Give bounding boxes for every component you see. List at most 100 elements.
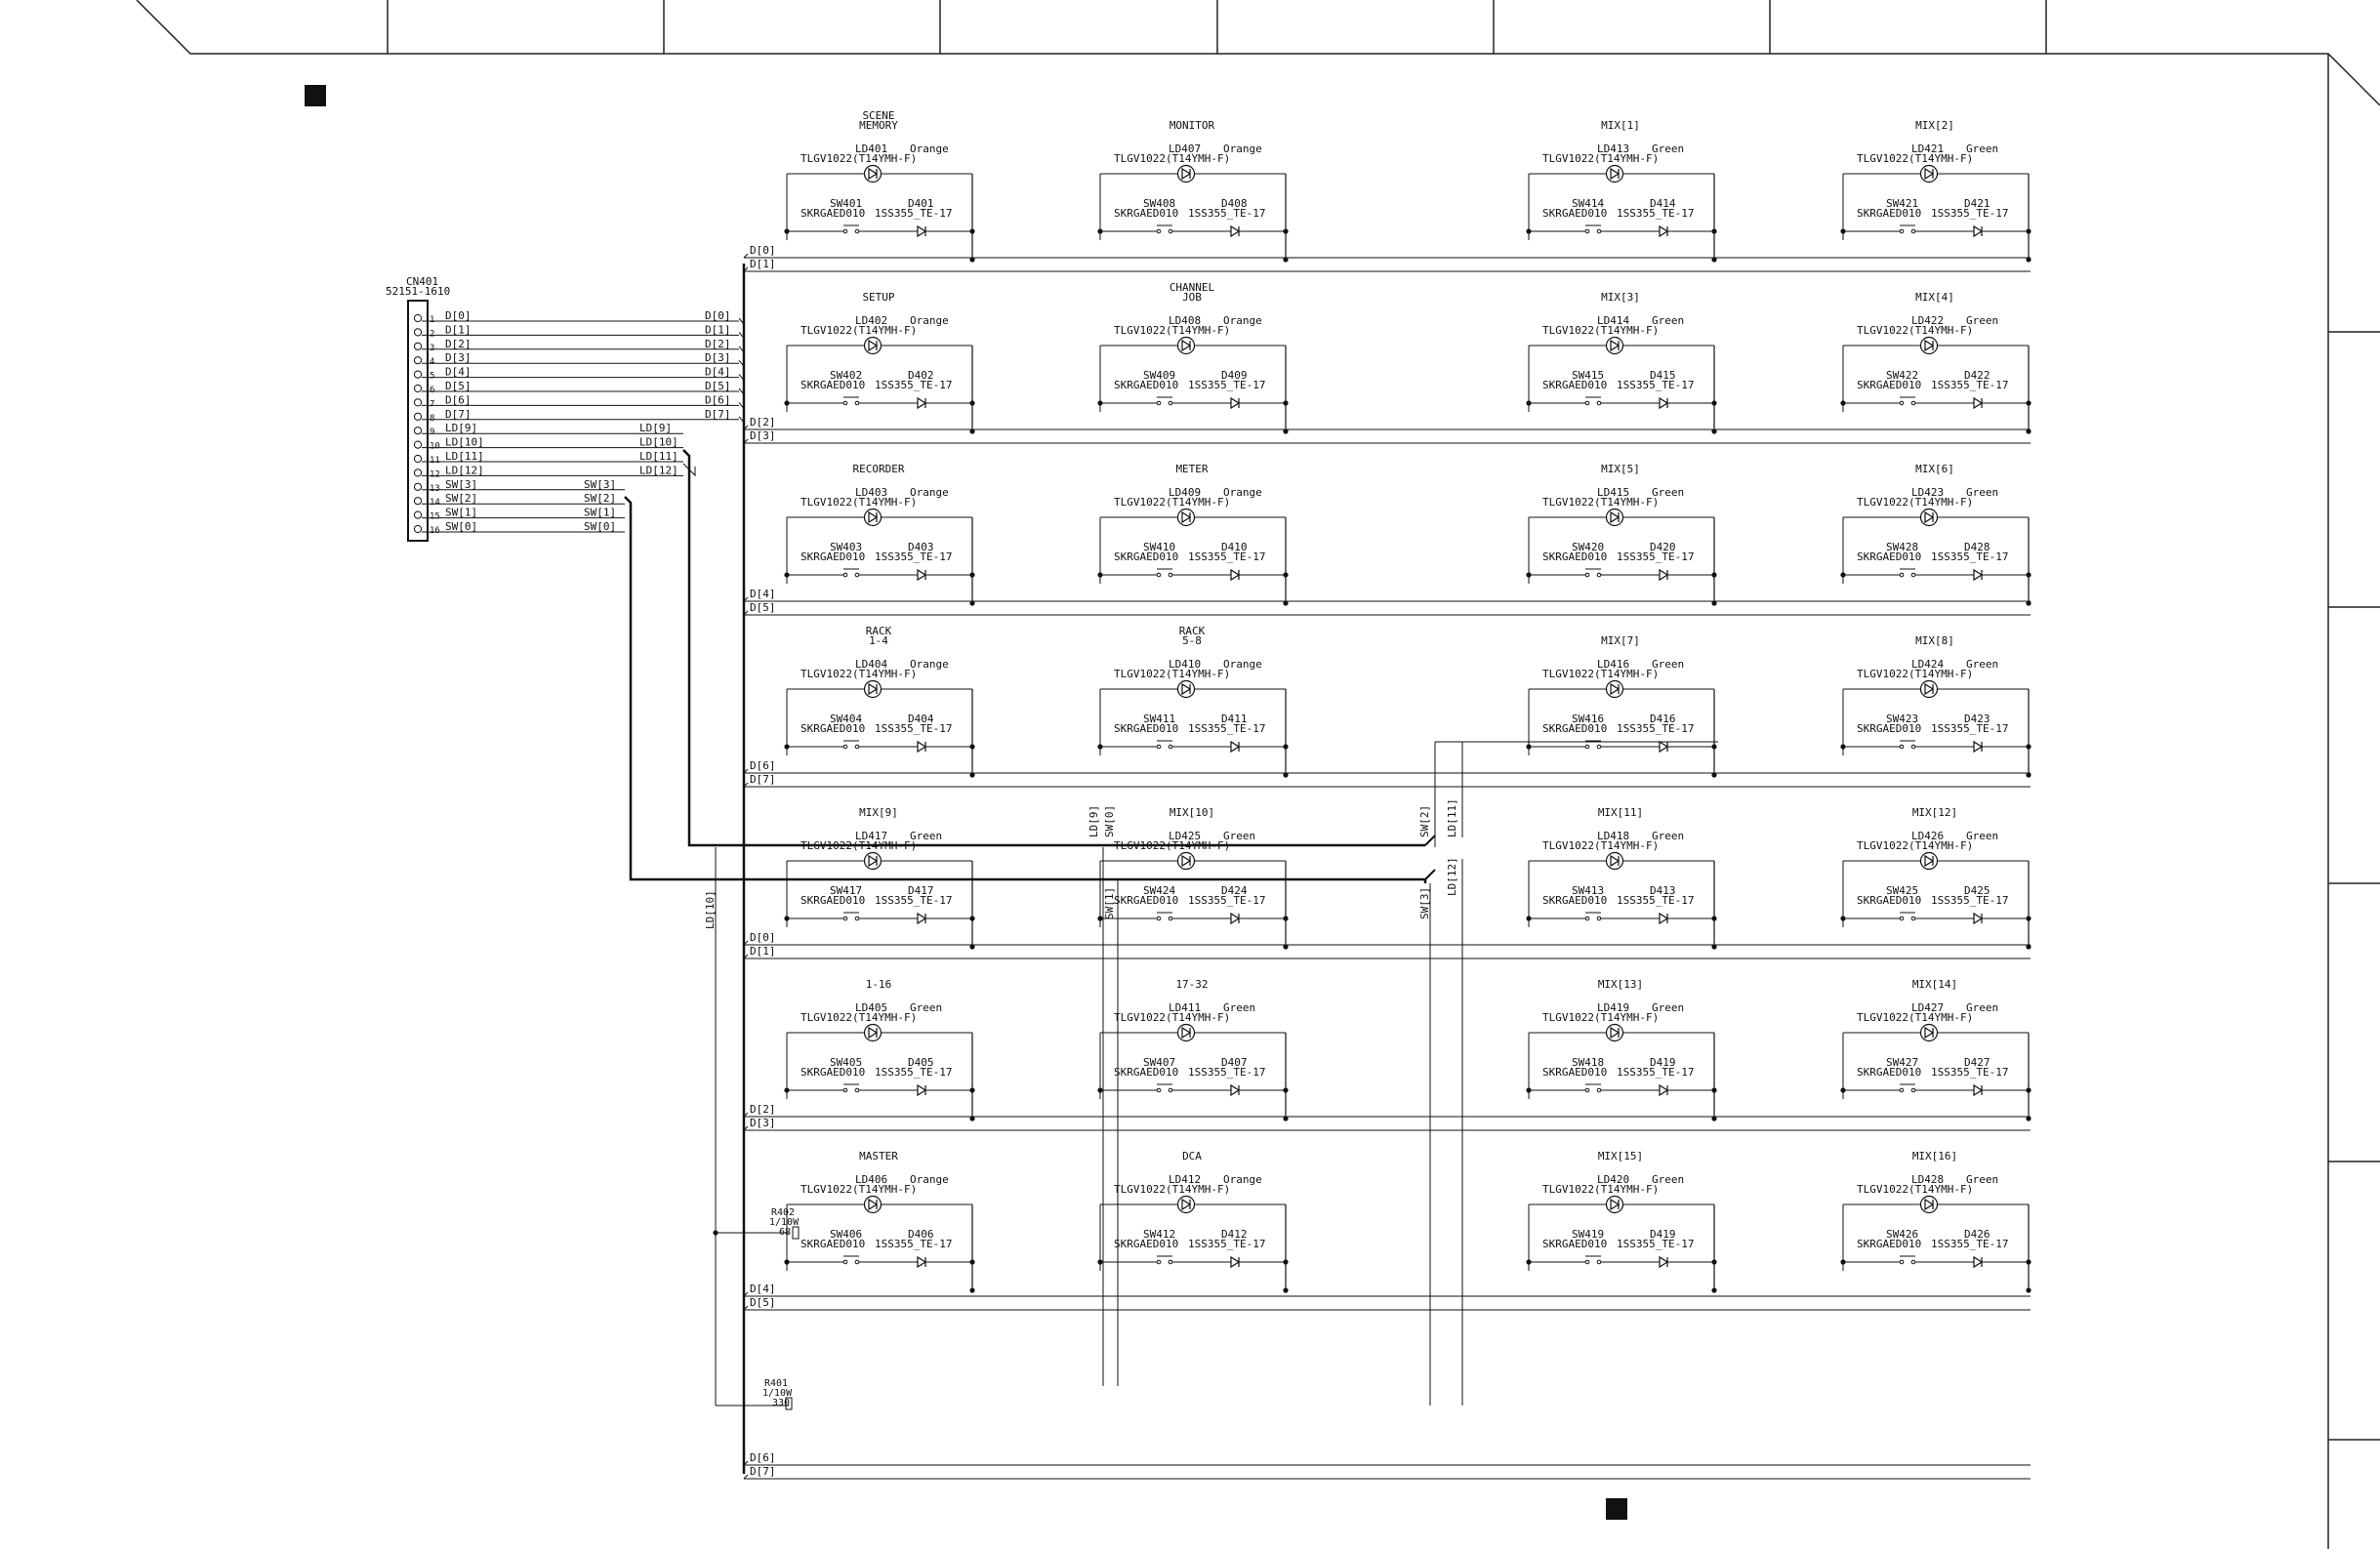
pin-signal-label: D[5] bbox=[445, 380, 472, 392]
diode-ref: D415 bbox=[1650, 369, 1676, 382]
led-symbol bbox=[863, 1023, 882, 1042]
junction-dot bbox=[1526, 1087, 1532, 1093]
switch-contact bbox=[1910, 400, 1916, 406]
junction-dot bbox=[784, 916, 790, 921]
switch-contact bbox=[1584, 572, 1590, 578]
pin-signal-label: D[6] bbox=[445, 393, 472, 406]
junction-dot bbox=[1283, 1087, 1289, 1093]
led-color: Orange bbox=[910, 1173, 949, 1186]
led-ref: LD402 bbox=[855, 314, 887, 327]
diode-symbol bbox=[1659, 224, 1669, 238]
pin-number: 8 bbox=[430, 414, 434, 424]
junction-dot bbox=[784, 744, 790, 750]
switch-ref: SW403 bbox=[830, 541, 862, 553]
diode-part: 1SS355_TE-17 bbox=[1617, 1238, 1694, 1250]
junction-dot bbox=[969, 944, 975, 950]
led-ref: LD403 bbox=[855, 486, 887, 499]
junction-dot bbox=[1097, 1259, 1103, 1265]
led-symbol bbox=[1176, 1023, 1196, 1042]
bus-label: D[6] bbox=[750, 1451, 776, 1464]
junction-dot bbox=[969, 1259, 975, 1265]
led-part: TLGV1022(T14YMH-F) bbox=[1542, 668, 1659, 680]
led-ref: LD426 bbox=[1911, 830, 1944, 842]
pin-number: 10 bbox=[430, 442, 440, 452]
switch-part: SKRGAED010 bbox=[1542, 379, 1607, 391]
led-diode-glyph bbox=[1610, 682, 1621, 696]
switch-contact bbox=[842, 572, 848, 578]
switch-part: SKRGAED010 bbox=[800, 1238, 865, 1250]
bus-entry bbox=[743, 253, 749, 259]
led-color: Green bbox=[1652, 1001, 1684, 1014]
diode-symbol bbox=[1230, 1255, 1241, 1269]
cell-label: SETUP bbox=[862, 291, 894, 304]
frame bbox=[136, 0, 2380, 1549]
net-label: D[3] bbox=[705, 351, 731, 364]
junction-dot bbox=[1097, 744, 1103, 750]
led-ref: LD416 bbox=[1597, 658, 1629, 671]
junction-dot bbox=[1283, 600, 1289, 606]
led-diode-glyph bbox=[1610, 1026, 1621, 1039]
switch-contact bbox=[1156, 228, 1162, 234]
resistor-symbol bbox=[792, 1226, 800, 1240]
led-ref: LD412 bbox=[1169, 1173, 1201, 1186]
vertical-net-label: LD[12] bbox=[1446, 857, 1458, 896]
led-part: TLGV1022(T14YMH-F) bbox=[1542, 496, 1659, 509]
led-part: TLGV1022(T14YMH-F) bbox=[800, 1011, 917, 1024]
switch-contact bbox=[1596, 1259, 1602, 1265]
junction-dot bbox=[969, 600, 975, 606]
switch-ref: SW423 bbox=[1886, 713, 1918, 725]
led-symbol bbox=[1176, 164, 1196, 183]
junction-dot bbox=[1711, 228, 1717, 234]
switch-contact bbox=[1910, 744, 1916, 750]
cell-label: 1-16 bbox=[866, 978, 892, 991]
led-part: TLGV1022(T14YMH-F) bbox=[1114, 1183, 1230, 1196]
net-label: D[0] bbox=[705, 309, 731, 322]
junction-dot bbox=[1283, 1259, 1289, 1265]
led-part: TLGV1022(T14YMH-F) bbox=[1857, 839, 1973, 852]
led-symbol bbox=[1176, 508, 1196, 527]
pin-number: 5 bbox=[430, 372, 434, 382]
bus-entry bbox=[738, 332, 745, 339]
wiring: D[0]D[1]D[2]D[3]D[4]D[5]D[6]D[7]D[0]D[1]… bbox=[624, 244, 2031, 1480]
junction-dot bbox=[1526, 572, 1532, 578]
junction-dot bbox=[1840, 1087, 1846, 1093]
led-diode-glyph bbox=[1924, 510, 1935, 524]
diode-ref: D423 bbox=[1964, 713, 1990, 725]
led-part: TLGV1022(T14YMH-F) bbox=[1857, 152, 1973, 165]
diode-symbol bbox=[1659, 912, 1669, 925]
switch-part: SKRGAED010 bbox=[1542, 894, 1607, 907]
diode-part: 1SS355_TE-17 bbox=[1188, 1066, 1265, 1079]
junction-dot bbox=[1526, 400, 1532, 406]
led-ref: LD401 bbox=[855, 143, 887, 155]
junction-dot bbox=[1526, 744, 1532, 750]
diode-ref: D424 bbox=[1221, 884, 1248, 897]
diode-ref: D403 bbox=[908, 541, 934, 553]
connector-pin bbox=[413, 384, 423, 393]
junction-dot bbox=[969, 428, 975, 434]
connector-pin bbox=[413, 412, 423, 421]
pin-signal-label: LD[11] bbox=[445, 450, 484, 463]
bus-entry bbox=[1424, 869, 1436, 880]
switch-ref: SW417 bbox=[830, 884, 862, 897]
pin-number: 15 bbox=[430, 512, 440, 522]
switch-contact bbox=[1168, 572, 1173, 578]
led-part: TLGV1022(T14YMH-F) bbox=[1542, 152, 1659, 165]
junction-dot bbox=[1711, 400, 1717, 406]
led-ref: LD423 bbox=[1911, 486, 1944, 499]
switch-contact bbox=[1584, 1259, 1590, 1265]
pin-number: 3 bbox=[430, 344, 434, 353]
diode-ref: D421 bbox=[1964, 197, 1990, 210]
led-diode-glyph bbox=[1610, 1198, 1621, 1211]
junction-dot bbox=[1097, 400, 1103, 406]
switch-contact bbox=[1910, 1259, 1916, 1265]
pin-signal-label: SW[2] bbox=[445, 492, 477, 505]
cell-label: MIX[14] bbox=[1912, 978, 1957, 991]
junction-dot bbox=[1097, 916, 1103, 921]
junction-dot bbox=[1283, 1287, 1289, 1293]
